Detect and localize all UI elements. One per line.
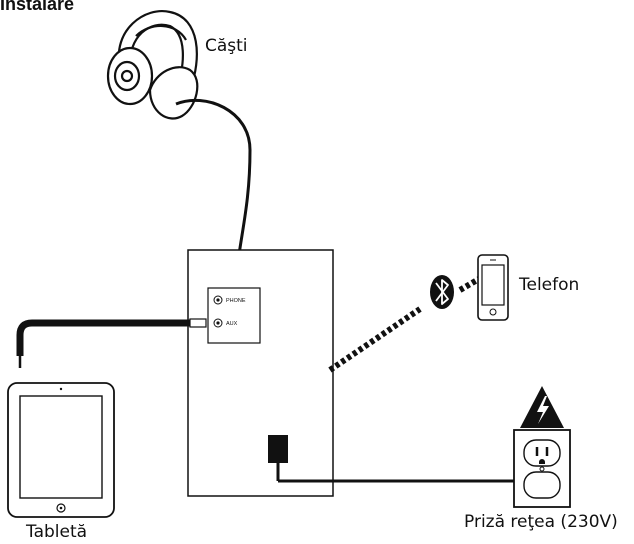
aux-cable — [20, 323, 204, 356]
high-voltage-warning-icon — [520, 386, 564, 428]
tablet — [8, 383, 114, 517]
phone — [478, 255, 508, 320]
aux-jack-label: AUX — [226, 321, 238, 327]
main-unit — [188, 250, 333, 496]
headphone-cable — [176, 100, 250, 262]
phone-jack-label: PHONE — [226, 298, 246, 304]
wall-outlet — [514, 430, 570, 507]
power-inlet — [268, 435, 288, 463]
phone-label: Telefon — [519, 275, 579, 295]
outlet-label: Priză reţea (230V) — [464, 512, 618, 532]
headphones-label: Căşti — [205, 36, 248, 56]
bluetooth-icon — [430, 275, 454, 309]
bluetooth-link — [330, 309, 420, 370]
tablet-label: Tabletă — [26, 522, 87, 542]
